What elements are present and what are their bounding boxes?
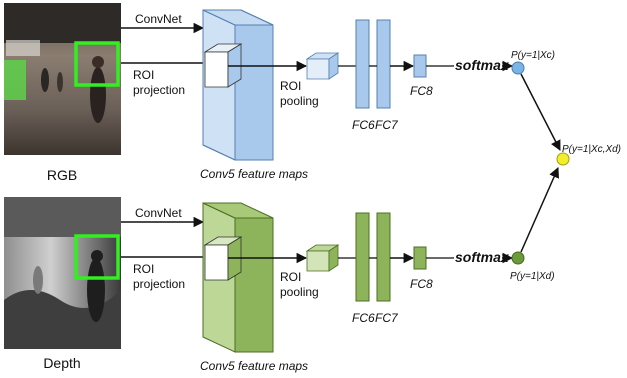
rgb-fc7-label: FC7 — [375, 118, 399, 132]
depth-conv5-feature-block — [202, 202, 274, 353]
rgb-prob-node — [511, 61, 525, 75]
depth-fc7-layer — [376, 212, 391, 302]
rgb-roi-pooling-label-1: ROI — [280, 79, 301, 93]
rgb-stream: RGB ConvNet ROI projection Conv5 feature… — [4, 3, 555, 183]
depth-fc7-label: FC7 — [375, 311, 399, 325]
rgb-roi-pooling-label-2: pooling — [280, 94, 319, 108]
depth-prob-node — [511, 251, 525, 265]
depth-roi-pooling-label-2: pooling — [280, 285, 319, 299]
fusion-prob-node — [556, 152, 570, 166]
depth-roi-box — [74, 234, 120, 280]
depth-prob-label: P(y=1|Xd) — [510, 271, 555, 282]
depth-fc8-label: FC8 — [410, 277, 433, 291]
rgb-fc8-label: FC8 — [410, 84, 433, 98]
fusion-prob-label: P(y=1|Xc,Xd) — [562, 144, 621, 155]
depth-fc6-layer — [355, 212, 370, 302]
depth-input-image — [4, 197, 121, 349]
depth-roi-projection-label-1: ROI — [133, 262, 154, 276]
rgb-prob-label: P(y=1|Xc) — [511, 50, 555, 61]
rgb-roi-box — [74, 41, 120, 87]
rgb-pooled-cube — [305, 52, 340, 80]
fusion: P(y=1|Xc,Xd) — [520, 73, 621, 253]
rgb-fc8-layer — [413, 54, 427, 78]
depth-softmax-label: softmax — [455, 249, 510, 265]
rgb-softmax-label: softmax — [455, 57, 510, 73]
depth-fc6-label: FC6 — [352, 311, 375, 325]
depth-fc8-layer — [413, 246, 427, 270]
rgb-input-image — [4, 3, 121, 155]
rgb-roi-projection-label-1: ROI — [133, 68, 154, 82]
depth-feature-maps-label: Conv5 feature maps — [200, 359, 308, 373]
depth-roi-pooling-label-1: ROI — [280, 270, 301, 284]
depth-image-caption: Depth — [43, 355, 80, 371]
rgb-conv5-feature-block — [202, 9, 274, 161]
rgb-to-fusion-arrow — [520, 73, 561, 151]
rgb-roi-projection-label-2: projection — [133, 83, 185, 97]
depth-pooled-cube — [305, 244, 340, 272]
rgb-image-caption: RGB — [47, 167, 77, 183]
rgb-fc6-layer — [355, 19, 370, 109]
depth-to-fusion-arrow — [520, 167, 559, 253]
rgb-fc6-label: FC6 — [352, 118, 375, 132]
rgb-feature-maps-label: Conv5 feature maps — [200, 167, 308, 181]
rgb-fc7-layer — [376, 19, 391, 109]
rgb-convnet-label: ConvNet — [135, 12, 182, 26]
depth-stream: Depth ConvNet ROI projection Conv5 featu… — [4, 197, 555, 373]
depth-roi-projection-label-2: projection — [133, 277, 185, 291]
depth-convnet-label: ConvNet — [135, 206, 182, 220]
